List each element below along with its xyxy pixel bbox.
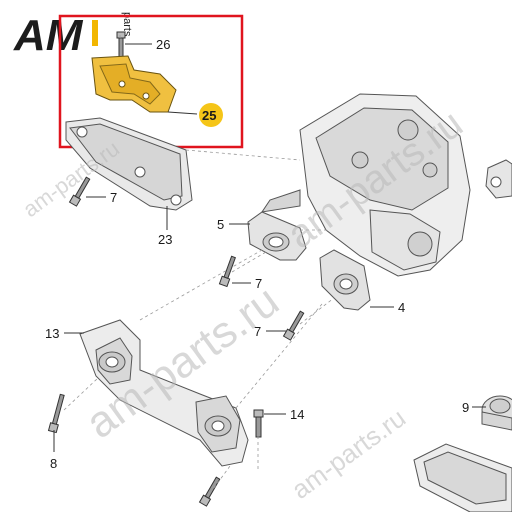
- bolt-14: [253, 409, 264, 438]
- bolt-7b: [218, 255, 236, 288]
- callout-25-badge: [199, 103, 223, 127]
- bolt-7c: [282, 310, 305, 341]
- watermark-4: am-parts.ru: [286, 402, 411, 504]
- bolt-8: [47, 393, 65, 434]
- bracket-25: [91, 55, 177, 113]
- leader-25: [167, 111, 198, 115]
- gearbox-housing: [260, 93, 471, 277]
- mount-5: [247, 211, 307, 261]
- crossmember-13: [79, 319, 249, 467]
- callout-25: 25: [202, 108, 216, 123]
- bolt-7a: [68, 176, 91, 207]
- logo-suffix-text: parts: [121, 12, 133, 37]
- logo-brand-text: AM: [13, 11, 84, 60]
- callout-5: 5: [217, 217, 224, 232]
- callout-23: 23: [158, 232, 172, 247]
- callout-7a: 7: [110, 190, 117, 205]
- bracket-lower-right: [413, 443, 512, 512]
- am-parts-logo: AM parts: [13, 11, 133, 60]
- callout-26: 26: [156, 37, 170, 52]
- callout-14: 14: [290, 407, 304, 422]
- bolt-bottom: [198, 476, 221, 507]
- callout-7c: 7: [254, 324, 261, 339]
- callout-8: 8: [50, 456, 57, 471]
- callout-4: 4: [398, 300, 405, 315]
- mount-4: [319, 249, 371, 311]
- mount-right-top: [485, 159, 512, 199]
- callout-7b: 7: [255, 276, 262, 291]
- logo-accent-bar: [92, 20, 98, 46]
- assembly-lines: [63, 32, 335, 489]
- callout-13: 13: [45, 326, 59, 341]
- callout-9: 9: [462, 400, 469, 415]
- bracket-23: [65, 117, 193, 211]
- mount-9: [481, 395, 512, 431]
